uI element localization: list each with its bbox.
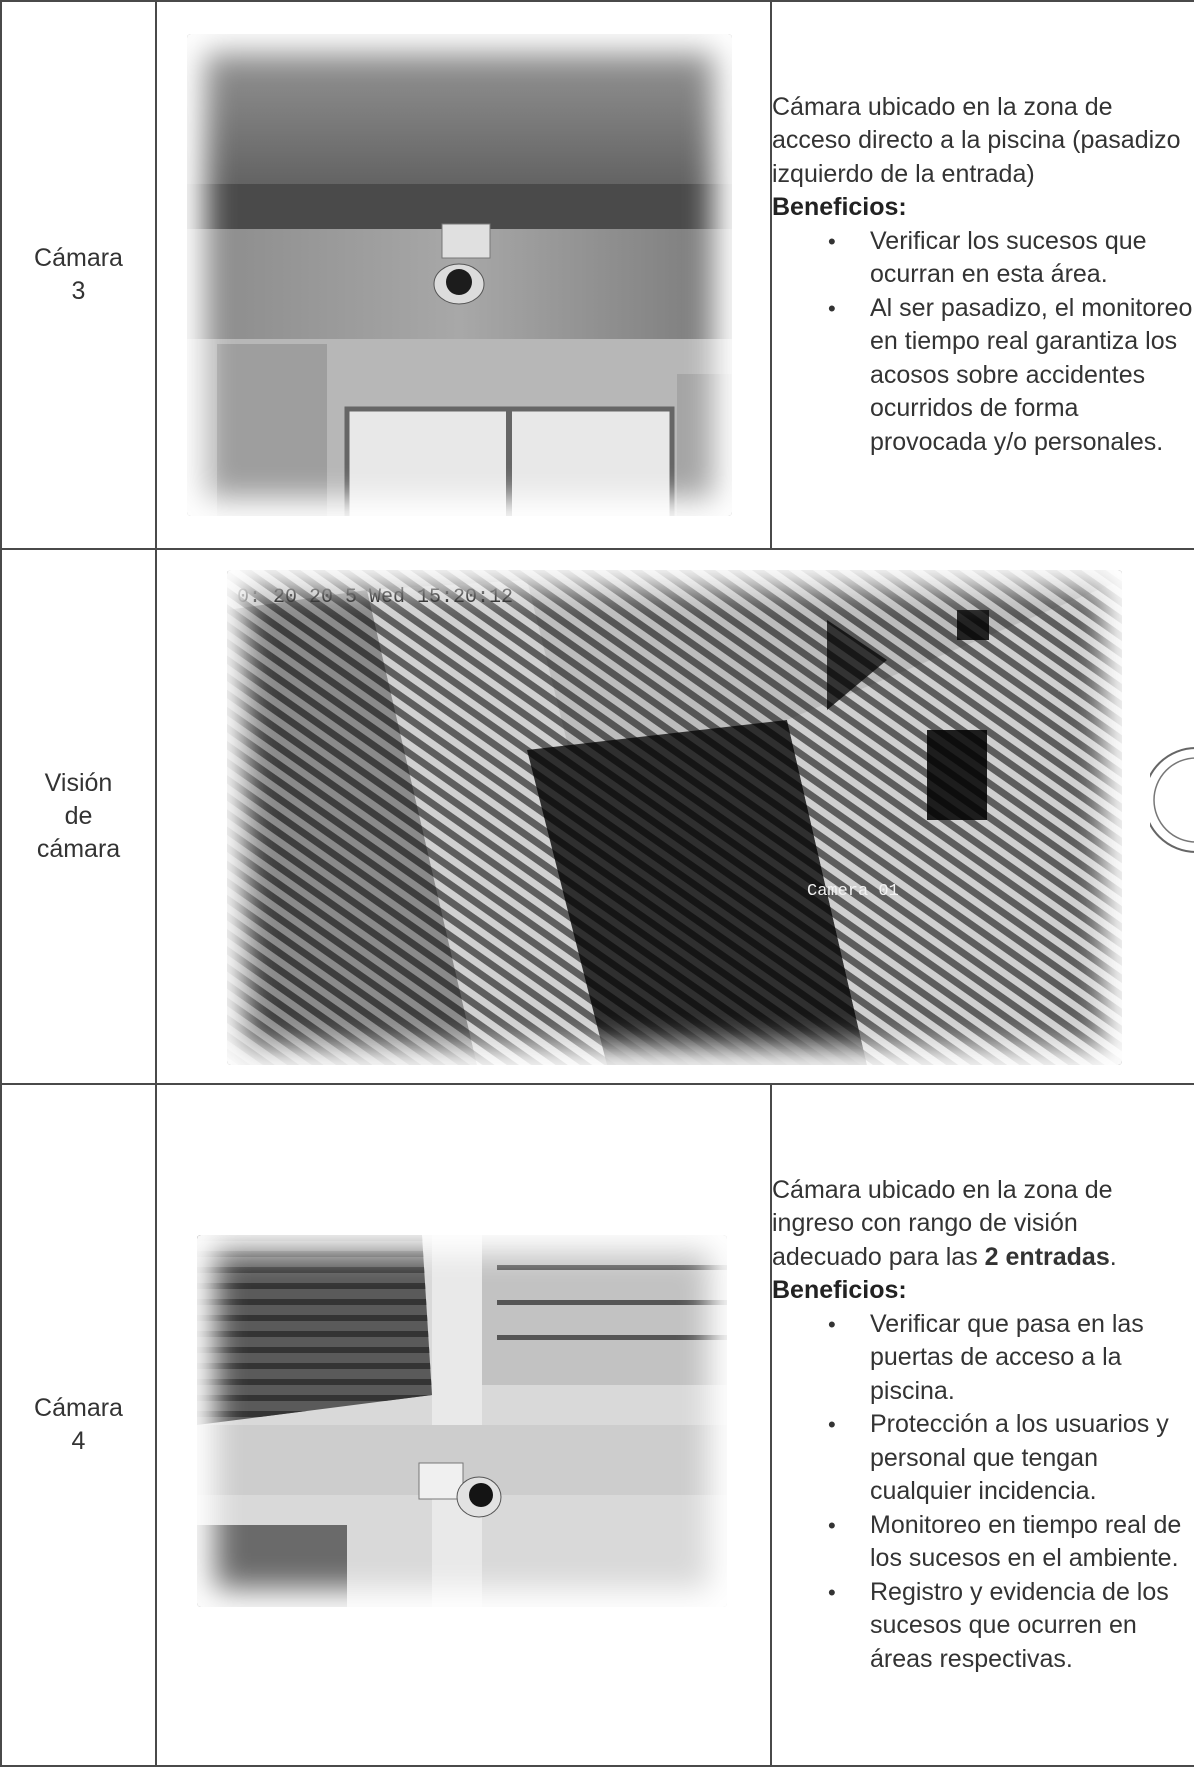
camera-view-photo: 0: 20 20 5 Wed 15:20:12 Camera 01 xyxy=(227,570,1122,1065)
table-row: Visión de cámara xyxy=(0,548,1194,1085)
label-line: de xyxy=(64,802,93,830)
label-line: cámara xyxy=(36,835,121,863)
description-intro: Cámara ubicado en la zona de ingreso con… xyxy=(772,1174,1194,1275)
label-line: Cámara xyxy=(34,1394,123,1422)
row-label: Cámara 3 xyxy=(0,0,157,550)
osd-camera-tag: Camera 01 xyxy=(807,882,899,901)
photo-cell xyxy=(155,0,772,550)
label-line: Cámara xyxy=(34,244,123,272)
camera-3-photo xyxy=(187,34,732,516)
row-label: Visión de cámara xyxy=(0,548,157,1085)
list-item: Protección a los usuarios y personal que… xyxy=(772,1408,1194,1509)
row-label: Cámara 4 xyxy=(0,1083,157,1767)
osd-timestamp: 0: 20 20 5 Wed 15:20:12 xyxy=(237,586,513,609)
list-item: Monitoreo en tiempo real de los sucesos … xyxy=(772,1509,1194,1576)
benefits-list: Verificar que pasa en las puertas de acc… xyxy=(772,1308,1194,1677)
list-item: Verificar los sucesos que ocurran en est… xyxy=(772,225,1194,292)
label-line: 4 xyxy=(71,1427,86,1455)
table-row: Cámara 3 xyxy=(0,0,1194,550)
benefits-list: Verificar los sucesos que ocurran en est… xyxy=(772,225,1194,460)
camera-view-cell: 0: 20 20 5 Wed 15:20:12 Camera 01 xyxy=(155,548,1194,1085)
table-row: Cámara 4 xyxy=(0,1083,1194,1767)
intro-text: Cámara ubicado en la zona de ingreso con… xyxy=(772,1175,1113,1271)
label-line: 3 xyxy=(71,277,86,305)
list-item: Registro y evidencia de los sucesos que … xyxy=(772,1576,1194,1677)
benefits-heading: Beneficios: xyxy=(772,193,907,222)
benefits-heading: Beneficios: xyxy=(772,1276,907,1305)
description-cell: Cámara ubicado en la zona de ingreso con… xyxy=(770,1083,1194,1767)
municipal-seal-icon xyxy=(1150,747,1194,853)
description-intro: Cámara ubicado en la zona de acceso dire… xyxy=(772,92,1181,188)
label-line: Visión xyxy=(44,769,113,797)
intro-period: . xyxy=(1109,1242,1117,1271)
list-item: Verificar que pasa en las puertas de acc… xyxy=(772,1308,1194,1409)
photo-cell xyxy=(155,1083,772,1767)
intro-emphasis: 2 entradas xyxy=(984,1242,1110,1271)
description-cell: Cámara ubicado en la zona de acceso dire… xyxy=(770,0,1194,550)
camera-4-photo xyxy=(197,1235,727,1607)
list-item: Al ser pasadizo, el monitoreo en tiempo … xyxy=(772,292,1194,460)
